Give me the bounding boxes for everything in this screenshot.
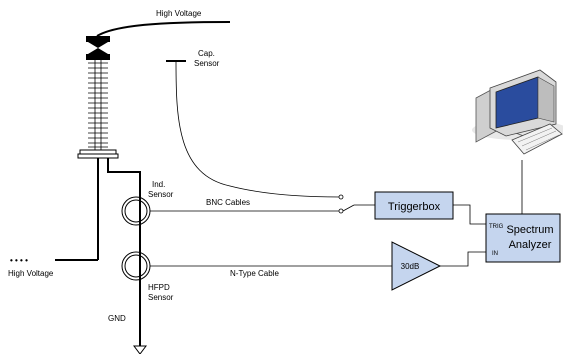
ind-sensor-label-2: Sensor (148, 190, 174, 199)
ground-symbol (133, 345, 147, 355)
spectrum-analyzer-label-1: Spectrum (506, 224, 553, 236)
cap-sensor-label-2: Sensor (194, 59, 220, 68)
amplifier-connection (440, 251, 486, 267)
high-voltage-label-top: High Voltage (156, 9, 202, 18)
cap-sensor-cable (175, 61, 341, 198)
desktop-computer-icon (472, 69, 563, 155)
cap-sensor-label-1: Cap. (198, 49, 215, 58)
spectrum-analyzer-block (485, 213, 561, 263)
bnc-switch (338, 194, 375, 214)
bushing-insulator (88, 60, 108, 150)
hfpd-sensor-label-1: HFPD (148, 283, 170, 292)
n-type-cable-label: N-Type Cable (230, 269, 279, 278)
bushing-top-connector (86, 36, 110, 60)
triggerbox-block (374, 191, 454, 220)
amplifier-block (391, 241, 442, 291)
amplifier-label: 30dB (401, 262, 420, 271)
in-port-label: IN (492, 251, 498, 257)
gnd-label: GND (108, 314, 126, 323)
hfpd-sensor (121, 251, 151, 281)
trig-port-label: TRIG (489, 224, 504, 230)
hfpd-sensor-label-2: Sensor (148, 293, 174, 302)
spectrum-analyzer-label-2: Analyzer (509, 239, 552, 251)
trigger-connection (453, 204, 486, 225)
ground-conductor (107, 158, 141, 346)
dots-label: • • • • (10, 256, 28, 265)
bushing-flange (77, 149, 119, 159)
triggerbox-label: Triggerbox (388, 201, 441, 213)
ind-sensor (121, 196, 151, 226)
high-voltage-label-left: High Voltage (8, 269, 54, 278)
ind-sensor-label-1: Ind. (152, 180, 165, 189)
high-voltage-line-top (96, 21, 231, 37)
bnc-cables-label: BNC Cables (206, 198, 250, 207)
